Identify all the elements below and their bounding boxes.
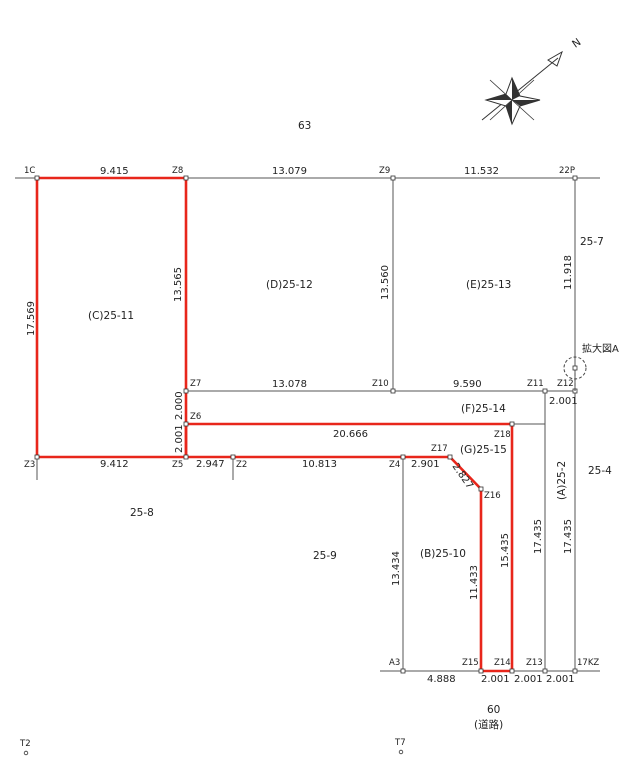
dim-right-ne: 11.918	[563, 255, 574, 290]
parcel-fgb-boundary	[184, 422, 514, 673]
enlarge-label: 拡大図A	[582, 342, 619, 355]
parcel-c-label: (C)25-11	[88, 310, 134, 322]
dim-z18-z14: 15.435	[500, 533, 511, 568]
dim-z4-a3: 13.434	[391, 551, 402, 586]
north-road-label: 63	[298, 120, 311, 132]
dim-c-d-side: 13.565	[173, 267, 184, 302]
point-z17: Z17	[431, 444, 448, 454]
dim-a3-z15: 4.888	[427, 674, 456, 685]
point-z18: Z18	[494, 430, 511, 440]
dim-z11-z12: 2.001	[549, 396, 578, 407]
dim-bottom-e: 9.590	[453, 379, 482, 390]
point-z15: Z15	[462, 658, 479, 668]
dim-a-left: 17.435	[533, 519, 544, 554]
ne-lot-label: 25-7	[580, 236, 604, 248]
point-1c: 1C	[24, 166, 35, 176]
dim-f-length: 20.666	[333, 429, 368, 440]
dim-z13-17kz: 2.001	[546, 674, 575, 685]
point-z8: Z8	[172, 166, 183, 176]
dim-z4-z17: 2.901	[411, 459, 440, 470]
point-t7: T7	[394, 738, 406, 748]
enlargement-callout	[563, 356, 587, 391]
south-road-note: (道路)	[474, 718, 503, 731]
dim-z2-z4: 10.813	[302, 459, 337, 470]
dim-z5-z2: 2.947	[196, 459, 225, 470]
point-z14: Z14	[494, 658, 511, 668]
point-z12: Z12	[557, 379, 574, 389]
dim-bottom-c: 9.412	[100, 459, 129, 470]
parcel-e-label: (E)25-13	[466, 279, 511, 291]
dim-z17-z16: 2.827	[450, 461, 475, 491]
point-a3: A3	[389, 658, 400, 668]
point-z13: Z13	[526, 658, 543, 668]
point-z11: Z11	[527, 379, 544, 389]
point-z9: Z9	[379, 166, 390, 176]
point-z2: Z2	[236, 460, 247, 470]
dim-d-e-side: 13.560	[380, 265, 391, 300]
east-lot-label: 25-4	[588, 465, 612, 477]
point-z6: Z6	[190, 412, 201, 422]
point-z10: Z10	[372, 379, 389, 389]
point-z16: Z16	[484, 491, 501, 501]
dim-a-right: 17.435	[563, 519, 574, 554]
parcel-d-label: (D)25-12	[266, 279, 313, 291]
point-z4: Z4	[389, 460, 400, 470]
point-z5: Z5	[172, 460, 183, 470]
mid-lot-label: 25-9	[313, 550, 337, 562]
dim-z14-z13: 2.001	[514, 674, 543, 685]
south-road-label: 60	[487, 704, 500, 716]
parcel-g-label: (G)25-15	[460, 444, 507, 456]
dim-left-c: 17.569	[26, 301, 37, 336]
dim-top-c: 9.415	[100, 166, 129, 177]
dim-bottom-d: 13.078	[272, 379, 307, 390]
dim-top-d: 13.079	[272, 166, 307, 177]
dim-z7-z6: 2.000	[174, 391, 185, 420]
point-17kz: 17KZ	[577, 658, 599, 668]
parcel-f-label: (F)25-14	[461, 403, 506, 415]
parcel-a-label: (A)25-2	[556, 461, 568, 500]
point-22p: 22P	[559, 166, 575, 176]
dim-z15-z14: 2.001	[481, 674, 510, 685]
point-t2: T2	[19, 739, 31, 749]
north-label: N	[570, 36, 583, 50]
point-z3: Z3	[24, 460, 35, 470]
highlighted-boundaries	[35, 176, 514, 673]
dim-top-e: 11.532	[464, 166, 499, 177]
north-arrow-icon	[481, 50, 563, 126]
dim-z6-z5: 2.001	[174, 424, 185, 453]
west-lot-label: 25-8	[130, 507, 154, 519]
dim-z16-z15: 11.433	[469, 565, 480, 600]
parcel-b-label: (B)25-10	[420, 548, 466, 560]
point-z7: Z7	[190, 379, 201, 389]
